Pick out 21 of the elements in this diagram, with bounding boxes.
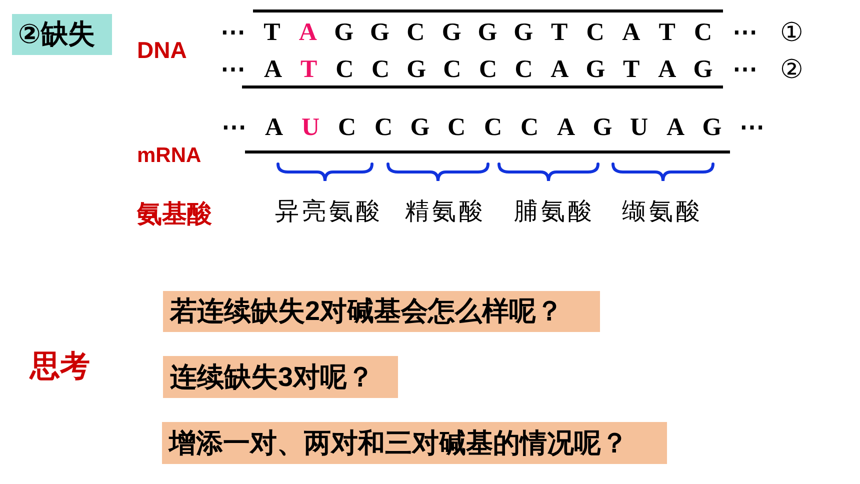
- think-label: 思考: [30, 350, 90, 384]
- amino-acid-name: 异亮氨酸: [275, 199, 383, 227]
- strand-number: ②: [780, 56, 804, 86]
- question-box: [162, 422, 667, 464]
- amino-acid-name: 缬氨酸: [622, 199, 703, 227]
- strand-number: ①: [780, 19, 804, 49]
- amino-acid-name: 精氨酸: [405, 199, 486, 227]
- row-label: 氨基酸: [137, 200, 212, 229]
- question-text: 增添一对、两对和三对碱基的情况呢？: [169, 427, 628, 460]
- question-box: [163, 291, 600, 332]
- strand-label: mRNA: [137, 144, 202, 168]
- dna-sequence: ⋯ T A G G C G G G T C A T C ⋯: [220, 18, 758, 48]
- question-text: 若连续缺失2对碱基会怎么样呢？: [170, 295, 564, 328]
- mrna-sequence: ⋯ A U C C G C C C A G U A G ⋯: [220, 113, 766, 143]
- question-text: 连续缺失3对呢？: [170, 361, 374, 394]
- question-box: [163, 356, 398, 398]
- section-title: ②缺失: [18, 18, 95, 51]
- dna-sequence: ⋯ A T C C G C C C A G T A G ⋯: [220, 55, 758, 85]
- heading-tag: [12, 14, 112, 55]
- amino-acid-name: 脯氨酸: [514, 199, 595, 227]
- strand-label: DNA: [137, 37, 187, 64]
